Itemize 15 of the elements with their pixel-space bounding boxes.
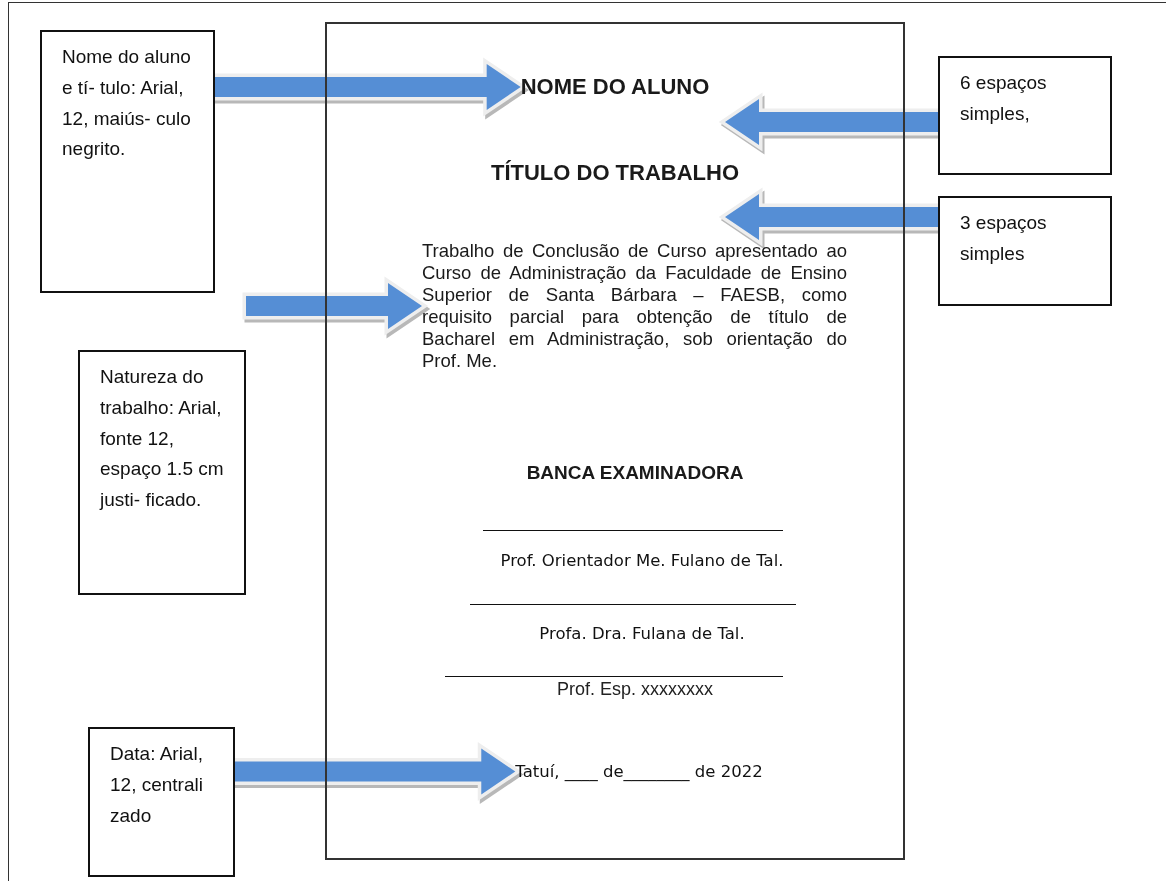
callout-text: 3 espaços simples	[960, 211, 1048, 266]
callout-text: Nome do aluno e tí- tulo: Arial, 12, maiús- culo negrito.	[62, 45, 192, 162]
callout-text: Data: Arial, 12, centrali zado	[110, 742, 204, 828]
signature-name: Profa. Dra. Fulana de Tal.	[539, 624, 745, 643]
signature-name: Prof. Esp. xxxxxxxx	[557, 679, 713, 700]
signature-name: Prof. Orientador Me. Fulano de Tal.	[500, 551, 784, 570]
callout-text: 6 espaços simples,	[960, 71, 1048, 126]
page-heading: TÍTULO DO TRABALHO	[490, 160, 740, 186]
block-arrow	[242, 276, 429, 336]
page-paragraph: Trabalho de Conclusão de Curso apresentado ao Curso de Administração da Faculdade de Ensino Superior de Santa Bárbara – FAESB, como requisito parcial para obtenção de título de Bacharel em Administração, sob orientação do Prof. Me.	[422, 240, 847, 372]
callout-text: Natureza do trabalho: Arial, fonte 12, espaço 1.5 cm justi- ficado.	[100, 365, 225, 513]
page-heading: NOME DO ALUNO	[520, 74, 710, 100]
document-page	[325, 22, 905, 860]
date-line: Tatuí, ____ de________ de 2022	[515, 762, 763, 781]
page-subheading: BANCA EXAMINADORA	[526, 462, 744, 484]
